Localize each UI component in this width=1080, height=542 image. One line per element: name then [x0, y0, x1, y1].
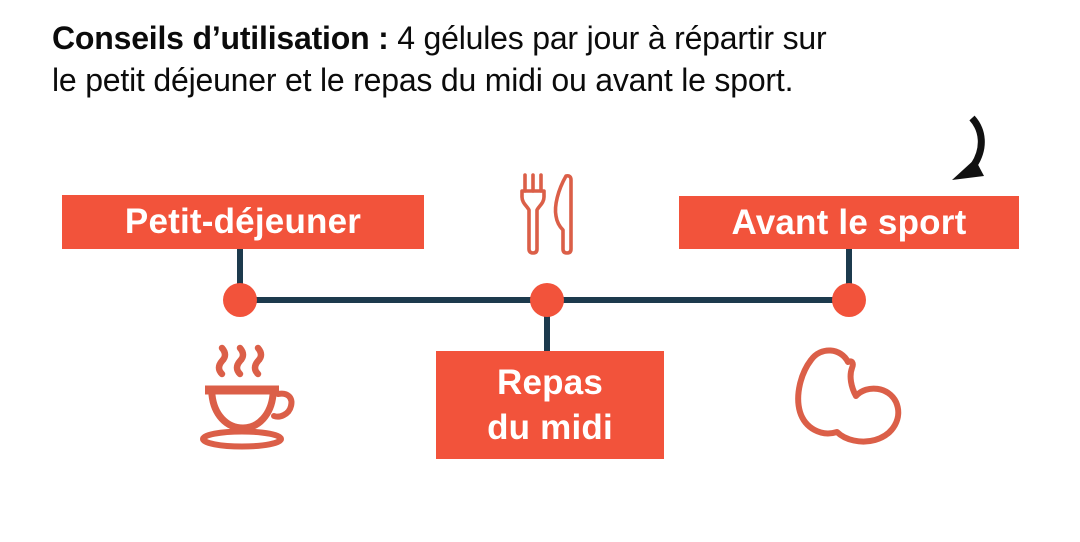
timeline-dot-breakfast	[223, 283, 257, 317]
timeline-dot-lunch	[530, 283, 564, 317]
connector-sport	[846, 249, 852, 301]
timeline-dot-sport	[832, 283, 866, 317]
event-label-sport: Avant le sport	[679, 196, 1019, 249]
event-label-breakfast: Petit-déjeuner	[62, 195, 424, 249]
connector-lunch	[544, 300, 550, 352]
curved-arrow-icon	[944, 114, 994, 194]
event-label-lunch: Repas du midi	[436, 351, 664, 459]
connector-breakfast	[237, 249, 243, 301]
heading-regular: 4 gélules par jour à répartir sur	[388, 20, 827, 56]
heading-line-1: Conseils d’utilisation : 4 gélules par j…	[52, 18, 1062, 60]
bicep-icon	[792, 340, 910, 457]
event-label-lunch-line-1: Repas	[496, 362, 604, 402]
event-label-lunch-line-2: du midi	[487, 408, 613, 447]
heading-bold: Conseils d’utilisation :	[52, 20, 389, 56]
cutlery-icon	[516, 172, 580, 262]
page-title: Conseils d’utilisation : 4 gélules par j…	[52, 18, 1062, 101]
coffee-cup-icon	[192, 340, 296, 459]
heading-line-2: le petit déjeuner et le repas du midi ou…	[52, 61, 794, 98]
